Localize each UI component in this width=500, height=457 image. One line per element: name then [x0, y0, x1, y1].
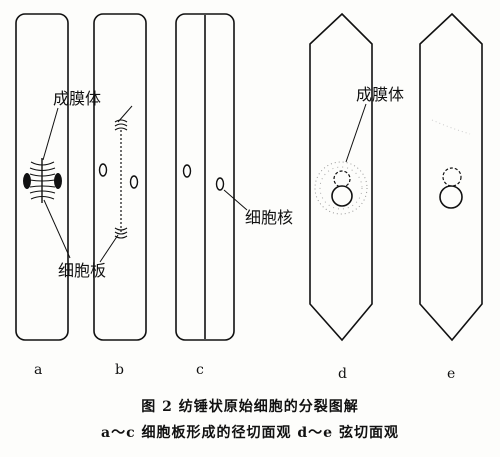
cell-e-nucleus-dashed [442, 167, 462, 187]
cell-d-contents [314, 161, 368, 215]
cell-e-nucleus [439, 185, 463, 209]
cell-d-nucleus-dashed [333, 170, 351, 188]
panel-letter-b: b [115, 362, 124, 378]
cell-c-nucleus-left [182, 164, 192, 178]
cell-e-outline [419, 12, 483, 342]
cell-d-nucleus [331, 185, 353, 207]
cell-a-nucleus-left [23, 173, 31, 189]
label-membrane-body-right: 成膜体 [356, 85, 405, 104]
cell-c-outline [175, 13, 235, 341]
cell-e-contents [431, 119, 471, 209]
cell-b-membrane-body-bottom [114, 227, 128, 239]
cell-d-outline [309, 12, 373, 342]
cell-b-outline [93, 13, 147, 341]
figure-caption-title: 图 2 纺锤状原始细胞的分裂图解 [141, 399, 359, 415]
cell-a-nucleus-right [54, 173, 62, 189]
cell-b-membrane-body-top [114, 119, 128, 131]
panel-letter-a: a [34, 362, 43, 378]
cell-a-phragmoplast [29, 158, 56, 203]
cell-a-outline [15, 13, 69, 341]
leader-lines [42, 103, 367, 263]
label-cell-plate: 细胞板 [58, 261, 107, 280]
cell-c-nucleus-right [215, 177, 225, 191]
cell-b-nucleus-right [129, 175, 139, 189]
cell-a-contents [23, 158, 62, 203]
cell-b-nucleus-left [98, 163, 108, 177]
cell-b-contents [98, 119, 139, 239]
panel-letter-d: d [338, 366, 347, 382]
figure-caption-subtitle: a～c 细胞板形成的径切面观 d～e 弦切面观 [101, 425, 399, 441]
panel-letter-e: e [447, 366, 456, 382]
label-membrane-body-left: 成膜体 [53, 89, 102, 108]
cell-d-halo [314, 161, 368, 215]
label-nucleus: 细胞核 [245, 208, 294, 227]
cell-c-contents [182, 164, 225, 191]
panel-letter-c: c [196, 362, 204, 378]
